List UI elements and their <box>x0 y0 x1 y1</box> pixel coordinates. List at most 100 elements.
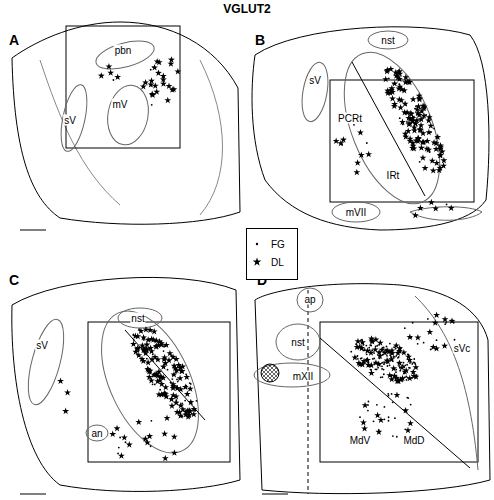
dl-star <box>406 333 413 340</box>
fg-dot <box>357 358 359 360</box>
dl-star <box>369 337 376 344</box>
fg-dot <box>189 382 191 384</box>
fg-dot <box>368 347 370 349</box>
section-outline <box>255 284 490 494</box>
dl-star <box>170 384 177 391</box>
dl-star <box>155 342 162 349</box>
dl-star <box>140 358 147 365</box>
midline <box>308 290 309 494</box>
dl-star <box>426 328 433 335</box>
dl-star <box>182 384 189 391</box>
dl-star <box>406 120 413 127</box>
dl-star <box>391 80 398 87</box>
fg-dot <box>117 452 119 454</box>
fg-dot <box>359 416 361 418</box>
dl-star <box>406 79 413 86</box>
dl-star <box>405 427 412 434</box>
fg-dot <box>167 369 169 371</box>
fg-dot <box>427 318 429 320</box>
dl-star <box>384 357 391 364</box>
dl-star <box>387 89 394 96</box>
dl-star <box>449 317 456 324</box>
legend-text: FG <box>271 239 285 250</box>
fg-dot <box>395 369 397 371</box>
fg-dot <box>372 358 374 360</box>
dl-star <box>132 332 139 339</box>
dl-star <box>374 412 381 419</box>
dl-star <box>147 367 154 374</box>
fg-dot <box>423 342 425 344</box>
dl-star <box>114 425 121 432</box>
dl-star <box>164 414 171 421</box>
region-label: pbn <box>114 45 133 56</box>
dl-star <box>177 402 184 409</box>
dl-star <box>57 377 64 384</box>
dl-star <box>135 352 142 359</box>
dl-star <box>433 312 440 319</box>
fg-dot <box>394 417 396 419</box>
region-label: sVc <box>453 343 472 354</box>
dl-star <box>109 431 116 438</box>
dl-star <box>402 407 409 414</box>
dl-star <box>437 143 444 150</box>
fg-dot <box>419 161 421 163</box>
fg-dot <box>445 322 447 324</box>
dl-star <box>398 364 405 371</box>
fg-dot <box>150 69 152 71</box>
dl-star <box>375 428 382 435</box>
region-label: MdV <box>349 435 372 446</box>
dl-star <box>360 419 367 426</box>
dl-star <box>418 122 425 129</box>
dl-star <box>384 66 391 73</box>
fg-dot <box>184 400 186 402</box>
region-label: sV <box>308 75 322 86</box>
dl-star <box>149 91 156 98</box>
fg-dot <box>446 204 448 206</box>
fg-dot <box>150 445 152 447</box>
dl-star <box>139 342 146 349</box>
region-label: nst <box>380 35 395 46</box>
region-box <box>330 80 474 202</box>
dl-star <box>171 449 178 456</box>
fg-dot <box>384 406 386 408</box>
dl-star <box>414 334 421 341</box>
dl-star <box>364 347 371 354</box>
dl-star <box>354 343 361 350</box>
fg-dot <box>397 357 399 359</box>
dl-star <box>169 86 176 93</box>
fg-dot <box>411 363 413 365</box>
fg-dot <box>414 362 416 364</box>
dl-star <box>166 82 173 89</box>
dl-star <box>433 345 440 352</box>
dl-star <box>140 83 147 90</box>
dl-star <box>402 130 409 137</box>
dl-star <box>405 115 412 122</box>
dl-star <box>191 406 198 413</box>
dl-star <box>160 80 167 87</box>
dl-star <box>146 373 153 380</box>
fg-dot <box>170 381 172 383</box>
fg-dot <box>430 349 432 351</box>
dl-star <box>424 145 431 152</box>
dl-star <box>448 205 455 212</box>
dl-star <box>411 124 418 131</box>
fg-dot <box>409 367 411 369</box>
dl-star <box>161 430 168 437</box>
dl-star <box>376 349 383 356</box>
region-label: sV <box>63 115 77 126</box>
fg-dot <box>171 378 173 380</box>
fg-dot <box>373 352 375 354</box>
mvii-outline <box>332 202 380 222</box>
dl-star <box>158 373 165 380</box>
nst-outline <box>368 31 408 49</box>
dl-star <box>389 350 396 357</box>
fg-dot <box>383 373 385 375</box>
fg-dot <box>454 339 456 341</box>
dl-star <box>147 327 154 334</box>
dl-star <box>388 376 395 383</box>
legend-row: FG <box>251 235 293 253</box>
dl-star <box>368 369 375 376</box>
fg-dot <box>154 384 156 386</box>
region-box <box>66 26 180 148</box>
dl-star <box>114 74 121 81</box>
